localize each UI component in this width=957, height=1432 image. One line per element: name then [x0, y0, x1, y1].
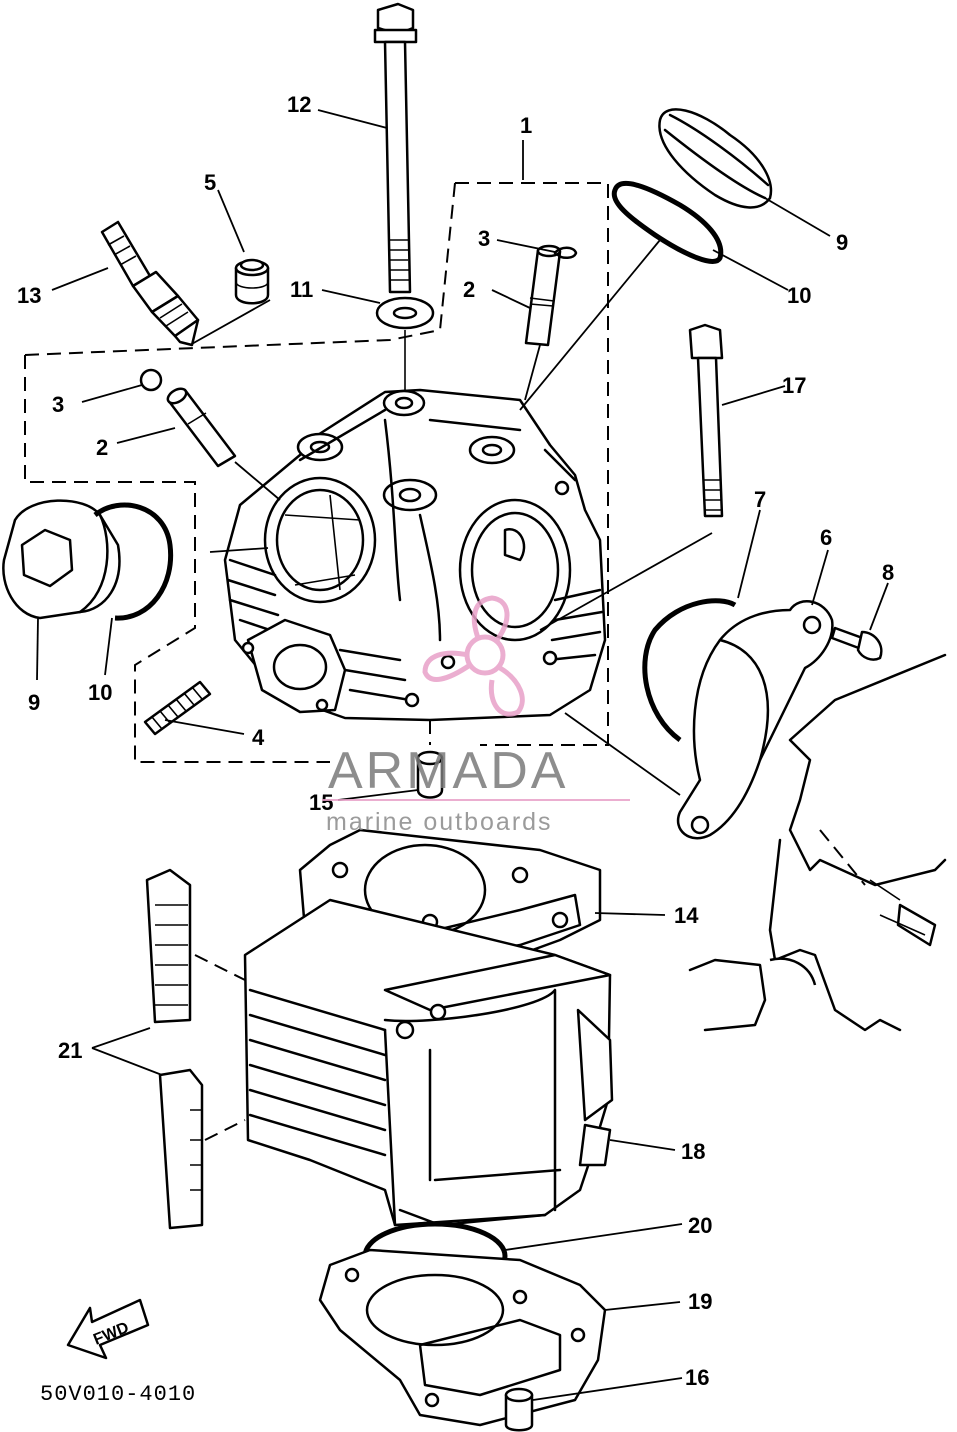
- label-part-20: 20: [688, 1213, 712, 1238]
- valve-clip-right: [553, 246, 578, 259]
- forward-arrow: FWD: [66, 1298, 150, 1360]
- stud-bolt: [143, 680, 212, 736]
- o-ring-right: [611, 180, 724, 264]
- valve-guide-right: [524, 244, 562, 347]
- cover-bolt: [688, 323, 724, 518]
- washer: [375, 296, 435, 400]
- cylinder-block: [243, 898, 614, 1227]
- crankcase-outline: [688, 653, 947, 1032]
- label-part-2-upper: 2: [463, 277, 475, 302]
- label-part-1: 1: [520, 113, 532, 138]
- label-part-14: 14: [674, 903, 699, 928]
- valve-cap: [234, 258, 270, 305]
- o-ring-left: [93, 502, 174, 621]
- label-part-19: 19: [688, 1289, 712, 1314]
- chain-guide-upper: [145, 868, 192, 1024]
- base-gasket: [318, 1248, 607, 1427]
- long-bolt: [373, 2, 418, 294]
- label-part-15: 15: [309, 790, 333, 815]
- label-part-13: 13: [17, 283, 41, 308]
- label-part-9-upper: 9: [836, 230, 848, 255]
- label-part-11: 11: [290, 277, 313, 302]
- label-part-4: 4: [252, 725, 265, 750]
- label-part-21: 21: [58, 1038, 82, 1063]
- chain-guide-dashes: [194, 954, 246, 1141]
- label-part-17: 17: [782, 373, 806, 398]
- spark-plug: [100, 220, 200, 347]
- dashed-group-outlines: [24, 182, 609, 763]
- tappet-cover-left: [2, 499, 121, 620]
- o-ring-side: [642, 598, 737, 743]
- label-part-5: 5: [204, 170, 216, 195]
- watermark-tagline: marine outboards: [326, 808, 553, 836]
- label-part-18: 18: [681, 1139, 705, 1164]
- label-part-16: 16: [685, 1365, 709, 1390]
- label-part-3-lower: 3: [52, 392, 64, 417]
- label-part-10-upper: 10: [787, 283, 811, 308]
- part-number-labels: 1 2 2 3 3 4 5 6 7 8 9 9 10 10 11 12 13 1…: [17, 92, 894, 1390]
- leader-lines: [36, 109, 889, 1401]
- label-part-2-lower: 2: [96, 435, 108, 460]
- side-cover: [677, 600, 834, 840]
- tappet-cover-right: [658, 108, 773, 209]
- chain-guide-lower: [158, 1068, 204, 1230]
- drawing-code: 50V010-4010: [40, 1382, 196, 1407]
- label-part-12: 12: [287, 92, 311, 117]
- label-part-6: 6: [820, 525, 832, 550]
- label-part-10-lower: 10: [88, 680, 112, 705]
- valve-guide-left: [166, 387, 237, 468]
- side-cover-bolt: [830, 626, 883, 661]
- label-part-9-lower: 9: [28, 690, 40, 715]
- cylinder-head: [223, 388, 607, 722]
- watermark-propeller-logo: [422, 595, 525, 717]
- label-part-8: 8: [882, 560, 894, 585]
- dowel-pin-lower: [504, 1387, 534, 1432]
- valve-clip-left: [139, 368, 163, 392]
- watermark: ARMADA marine outboards: [322, 595, 630, 836]
- watermark-brand: ARMADA: [328, 742, 568, 800]
- label-part-7: 7: [754, 487, 766, 512]
- dowel-pin: [416, 720, 444, 799]
- label-part-3-upper: 3: [478, 226, 490, 251]
